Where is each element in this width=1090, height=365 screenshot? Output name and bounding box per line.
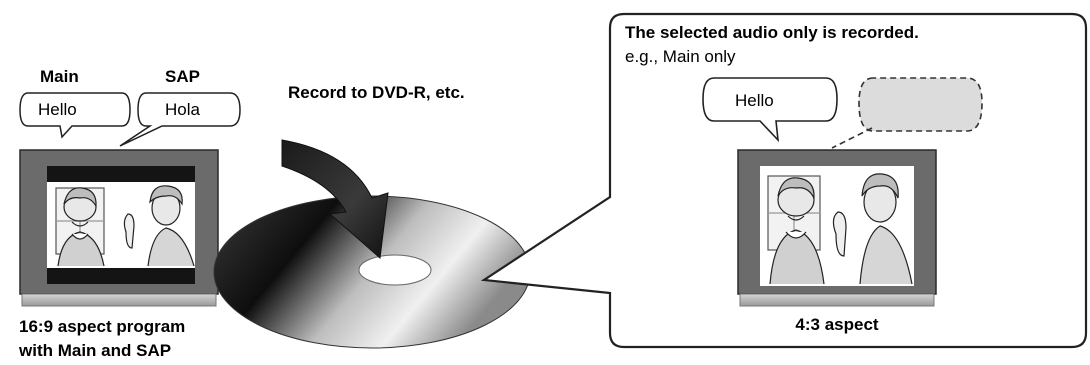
callout-bubble-text: Hello: [735, 92, 774, 109]
right-tv: [738, 150, 936, 306]
main-audio-label: Main: [40, 68, 79, 85]
letterbox-top-bar: [47, 166, 195, 182]
main-bubble-text: Hello: [38, 101, 77, 118]
left-caption-line2: with Main and SAP: [19, 342, 171, 359]
letterbox-bottom-bar: [47, 268, 195, 284]
right-caption: 4:3 aspect: [738, 316, 936, 333]
callout-subtitle: e.g., Main only: [625, 48, 736, 65]
callout-title: The selected audio only is recorded.: [625, 24, 919, 41]
sap-audio-label: SAP: [165, 68, 200, 85]
sap-bubble-text: Hola: [165, 101, 200, 118]
left-tv: [20, 150, 218, 306]
record-label: Record to DVD-R, etc.: [288, 84, 465, 101]
left-caption-line1: 16:9 aspect program: [19, 318, 185, 335]
